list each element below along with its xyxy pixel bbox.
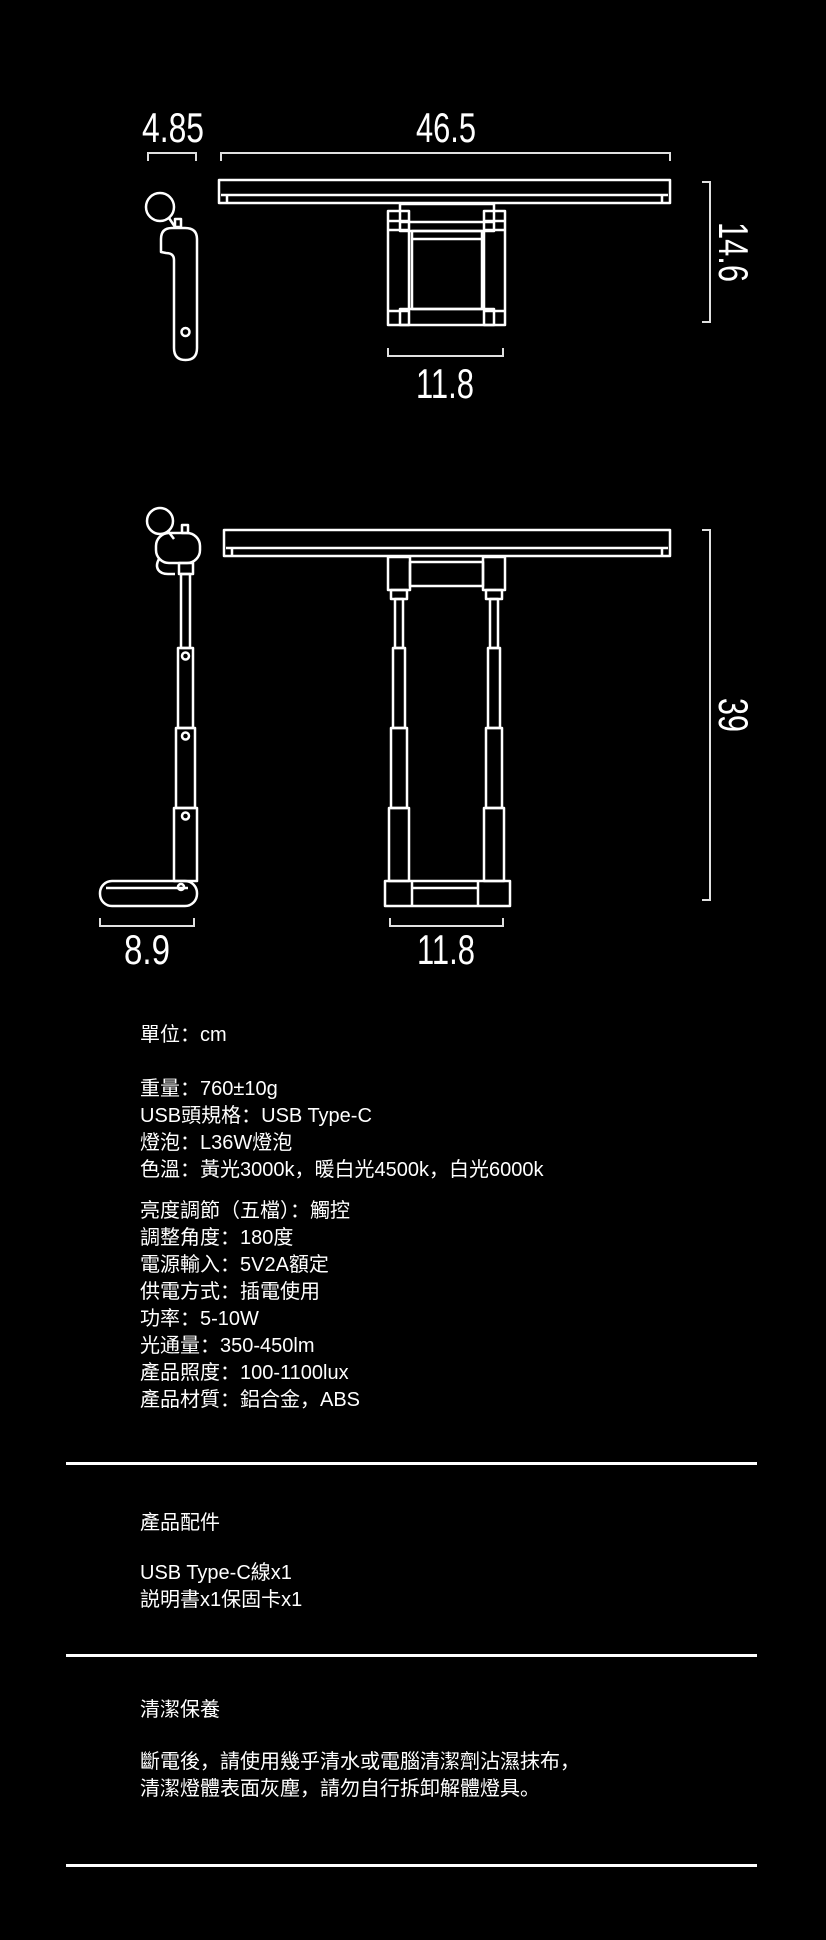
left-leg-segment-4	[387, 806, 411, 883]
right-leg-segment-1	[488, 597, 500, 650]
dim-bracket-stand-height	[702, 529, 711, 901]
dim-clamp-width-label: 11.8	[416, 360, 474, 407]
head-bracket	[154, 531, 202, 565]
pole-connector	[177, 561, 195, 576]
left-leg-segment-1	[393, 597, 405, 650]
spec-weight: 重量：760±10g	[140, 1078, 278, 1100]
spec-power-input: 電源輸入：5V2A額定	[140, 1254, 329, 1276]
clamp-version-diagram: 4.85 46.5 14.6 11.8	[142, 104, 757, 407]
accessory-cable: USB Type-C線x1	[140, 1562, 292, 1584]
dim-bracket-base-depth	[99, 918, 195, 927]
mount-crossbar	[408, 560, 485, 588]
unit-note: 單位：cm	[140, 1024, 227, 1046]
dim-bracket-base-width	[389, 918, 504, 927]
lamp-head-profile	[144, 191, 176, 223]
right-leg-segment-3	[484, 726, 504, 810]
section-divider-3	[66, 1864, 757, 1867]
dim-base-depth-label: 8.9	[124, 926, 170, 973]
light-bar	[222, 528, 672, 558]
hinge-notch	[173, 217, 183, 229]
accessories-heading: 產品配件	[140, 1512, 220, 1534]
mount-left-block	[386, 555, 412, 592]
stand-front-view	[222, 528, 672, 908]
dim-stand-height-label: 39	[710, 698, 757, 732]
dim-bracket-height	[702, 181, 711, 323]
spec-group-performance: 亮度調節（五檔）：觸控 調整角度：180度 電源輸入：5V2A額定 供電方式：插…	[140, 1198, 360, 1414]
dimension-brackets	[147, 152, 711, 357]
spec-usb-type: USB頭規格：USB Type-C	[140, 1105, 372, 1127]
dim-head-depth-label: 4.85	[142, 104, 204, 151]
stand-version-diagram: 39 8.9 11.8	[98, 506, 757, 973]
light-bar	[217, 178, 672, 205]
mount-right-block	[481, 555, 507, 592]
dim-bracket-clamp-width	[387, 348, 504, 357]
dim-height-label: 14.6	[710, 222, 757, 282]
left-leg-segment-2	[391, 646, 407, 730]
accessories-list: USB Type-C線x1 説明書x1保固卡x1	[140, 1560, 302, 1614]
clamp-front-view	[217, 178, 672, 327]
spec-illuminance: 產品照度：100-1100lux	[140, 1362, 349, 1384]
clamp-body-profile	[159, 226, 199, 362]
base-crossbar	[383, 879, 512, 908]
spec-adjust-angle: 調整角度：180度	[140, 1227, 294, 1249]
base-foot-profile	[98, 879, 199, 908]
clamp-side-view	[144, 191, 199, 362]
spec-material: 產品材質：鋁合金，ABS	[140, 1389, 361, 1411]
spec-color-temp: 色溫：黃光3000k，暖白光4500k，白光6000k	[140, 1159, 544, 1181]
clamp-bottom-plate	[398, 307, 496, 327]
spec-group-basic: 重量：760±10g USB頭規格：USB Type-C 燈泡：L36W燈泡 色…	[140, 1076, 543, 1184]
pole-segment-1	[179, 572, 192, 650]
dim-bar-width-label: 46.5	[416, 104, 476, 151]
stand-side-view	[98, 506, 202, 908]
dim-bracket-head-depth	[147, 152, 197, 161]
clamp-left-column	[386, 209, 411, 327]
left-leg-segment-3	[389, 726, 409, 810]
care-heading: 清潔保養	[140, 1699, 220, 1721]
dim-bracket-bar-width	[220, 152, 671, 161]
spec-power-mode: 供電方式：插電使用	[140, 1281, 320, 1303]
spec-bulb: 燈泡：L36W燈泡	[140, 1132, 293, 1154]
care-instructions: 斷電後，請使用幾乎清水或電腦清潔劑沾濕抹布， 清潔燈體表面灰塵，請勿自行拆卸解體…	[140, 1749, 580, 1803]
accessory-manual-warranty: 説明書x1保固卡x1	[140, 1589, 303, 1611]
dim-base-width-label: 11.8	[417, 926, 475, 973]
spec-luminous-flux: 光通量：350-450lm	[140, 1335, 315, 1357]
care-line-2: 清潔燈體表面灰塵，請勿自行拆卸解體燈具。	[140, 1778, 540, 1800]
lamp-head-profile	[145, 506, 175, 536]
right-leg-segment-4	[482, 806, 506, 883]
spec-wattage: 功率：5-10W	[140, 1308, 259, 1330]
bracket-hook	[155, 558, 175, 576]
section-divider-1	[66, 1462, 757, 1465]
screw-detail	[180, 326, 191, 338]
dimension-brackets	[99, 529, 711, 927]
care-line-1: 斷電後，請使用幾乎清水或電腦清潔劑沾濕抹布，	[140, 1751, 580, 1773]
spec-brightness-control: 亮度調節（五檔）：觸控	[140, 1200, 350, 1222]
clamp-center-panel	[410, 229, 484, 311]
right-leg-segment-2	[486, 646, 502, 730]
section-divider-2	[66, 1654, 757, 1657]
clamp-top-plate	[398, 202, 496, 233]
